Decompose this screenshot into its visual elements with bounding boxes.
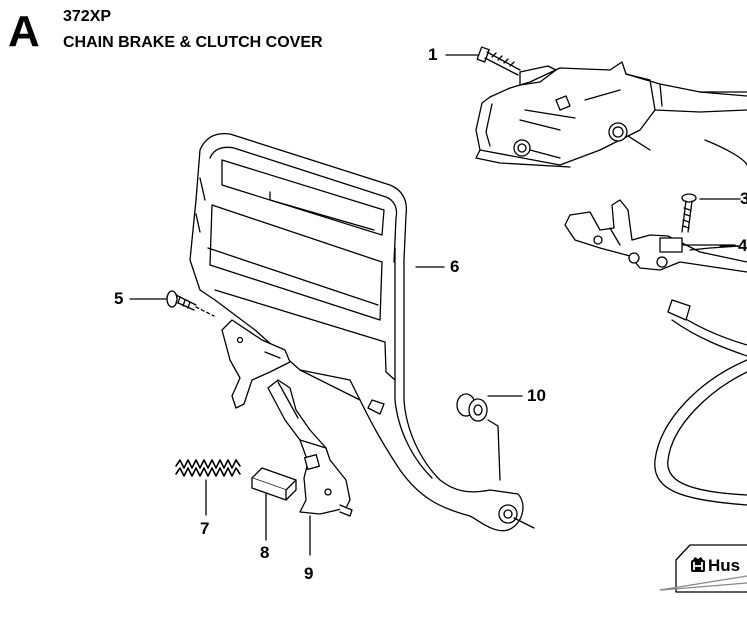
brand-name: Hus: [708, 556, 741, 575]
model-name: 372XP: [63, 8, 112, 25]
brake-band: [654, 299, 747, 506]
diagram-title: CHAIN BRAKE & CLUTCH COVER: [63, 34, 323, 51]
callout-8: 8: [260, 543, 270, 562]
part-8-block: [251, 467, 297, 541]
callout-7: 7: [200, 519, 210, 538]
callout-3: 3: [740, 189, 747, 208]
callout-1: 1: [428, 45, 438, 64]
part-4-brake-lever: [564, 199, 747, 273]
clutch-cover: [475, 61, 747, 168]
part-10-bushing: [456, 393, 523, 481]
callout-9: 9: [304, 564, 314, 583]
callout-4: 4: [738, 236, 747, 255]
callout-10: 10: [527, 386, 546, 405]
part-5-screw: [129, 290, 215, 317]
part-3-screw: [681, 193, 741, 233]
husqvarna-crowned-h-icon: [691, 557, 705, 572]
section-letter: A: [8, 7, 40, 56]
part-7-spring: [175, 459, 241, 516]
part-9-lever-arm: [267, 379, 353, 556]
callout-6: 6: [450, 257, 460, 276]
callout-5: 5: [114, 289, 124, 308]
part-1-screw: [445, 46, 521, 76]
part-6-hand-guard: [189, 132, 535, 532]
